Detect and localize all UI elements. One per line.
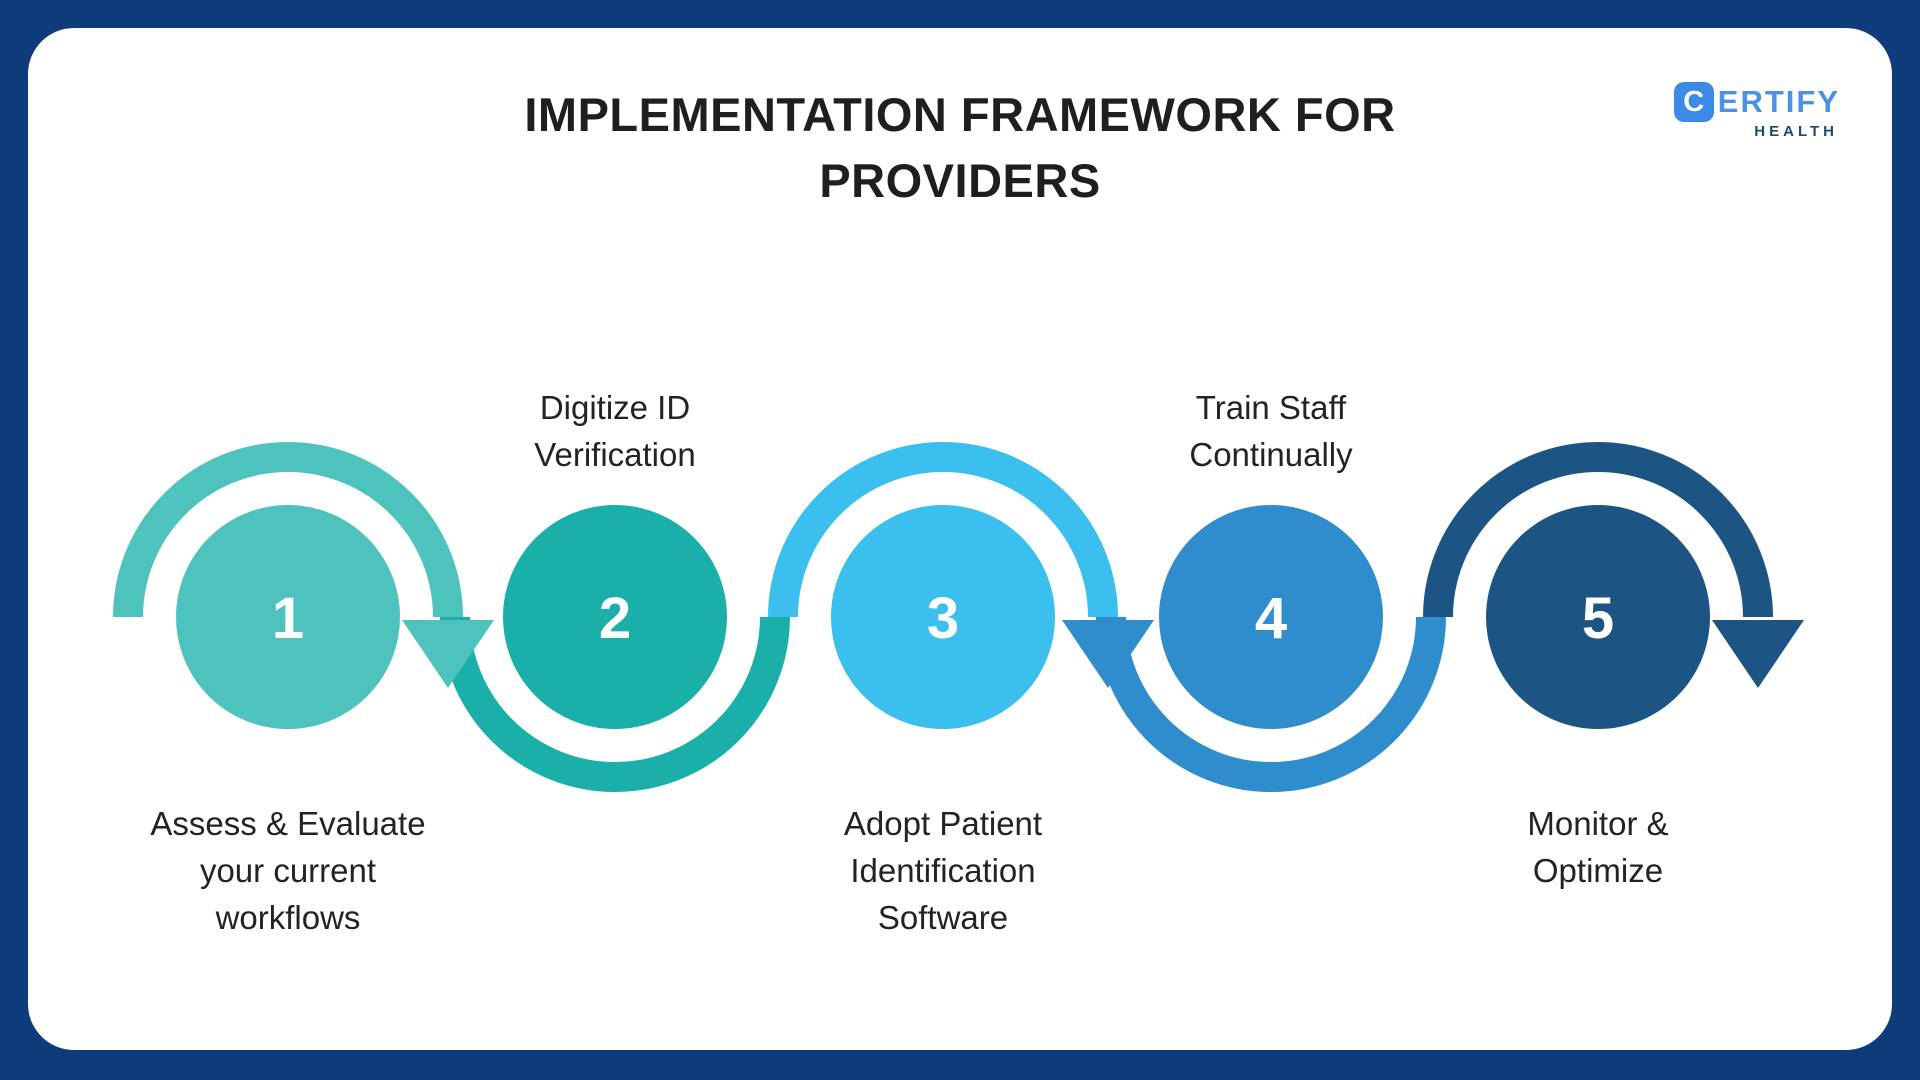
step-2-label: Digitize ID Verification: [415, 384, 815, 478]
step-label-line: Digitize ID: [539, 389, 691, 426]
step-label-line: Monitor &: [1527, 805, 1669, 842]
step-label-line: Assess & Evaluate: [150, 805, 426, 842]
step-number-2: 2: [599, 586, 631, 651]
step-label-line: Identification: [850, 852, 1036, 889]
step-5-label: Monitor & Optimize: [1398, 800, 1798, 894]
step-label-line: workflows: [215, 899, 361, 936]
step-4-label: Train Staff Continually: [1071, 384, 1471, 478]
flow-arc-3: [768, 442, 1118, 618]
page-title: IMPLEMENTATION FRAMEWORK FOR PROVIDERS: [0, 82, 1920, 214]
page-title-line-1: IMPLEMENTATION FRAMEWORK FOR: [524, 88, 1396, 141]
step-label-line: Software: [877, 899, 1009, 936]
flow-arc-5: [1423, 442, 1773, 618]
step-number-3: 3: [927, 586, 959, 651]
logo-badge-letter: C: [1683, 85, 1705, 118]
step-label-line: your current: [199, 852, 377, 889]
logo-wordmark: ERTIFY: [1717, 84, 1840, 119]
arrowhead-icon-1: [402, 620, 494, 688]
step-number-5: 5: [1582, 586, 1614, 651]
logo-wordmark-row: C ERTIFY: [1673, 82, 1840, 122]
certify-health-logo: C ERTIFY HEALTH: [1673, 82, 1840, 140]
step-number-1: 1: [272, 586, 304, 651]
step-circle-1: [176, 505, 400, 729]
step-circle-4: [1159, 505, 1383, 729]
step-3-label: Adopt Patient Identification Software: [743, 800, 1143, 941]
step-label-line: Optimize: [1532, 852, 1664, 889]
logo-subtitle: HEALTH: [1754, 123, 1838, 140]
step-1-label: Assess & Evaluate your current workflows: [88, 800, 488, 941]
logo-c-badge-icon: C: [1673, 82, 1714, 122]
arrowhead-icon-3: [1712, 620, 1804, 688]
step-label-line: Adopt Patient: [843, 805, 1043, 842]
step-label-line: Continually: [1189, 436, 1353, 473]
step-number-4: 4: [1255, 586, 1287, 651]
flow-arc-2: [440, 616, 790, 792]
arrowhead-icon-2: [1062, 620, 1154, 688]
step-label-line: Train Staff: [1195, 389, 1347, 426]
step-circle-3: [831, 505, 1055, 729]
step-circle-5: [1486, 505, 1710, 729]
flow-arc-4: [1096, 616, 1446, 792]
step-circle-2: [503, 505, 727, 729]
step-label-line: Verification: [534, 436, 696, 473]
page-title-line-2: PROVIDERS: [819, 154, 1101, 207]
flow-arc-1: [113, 442, 463, 618]
